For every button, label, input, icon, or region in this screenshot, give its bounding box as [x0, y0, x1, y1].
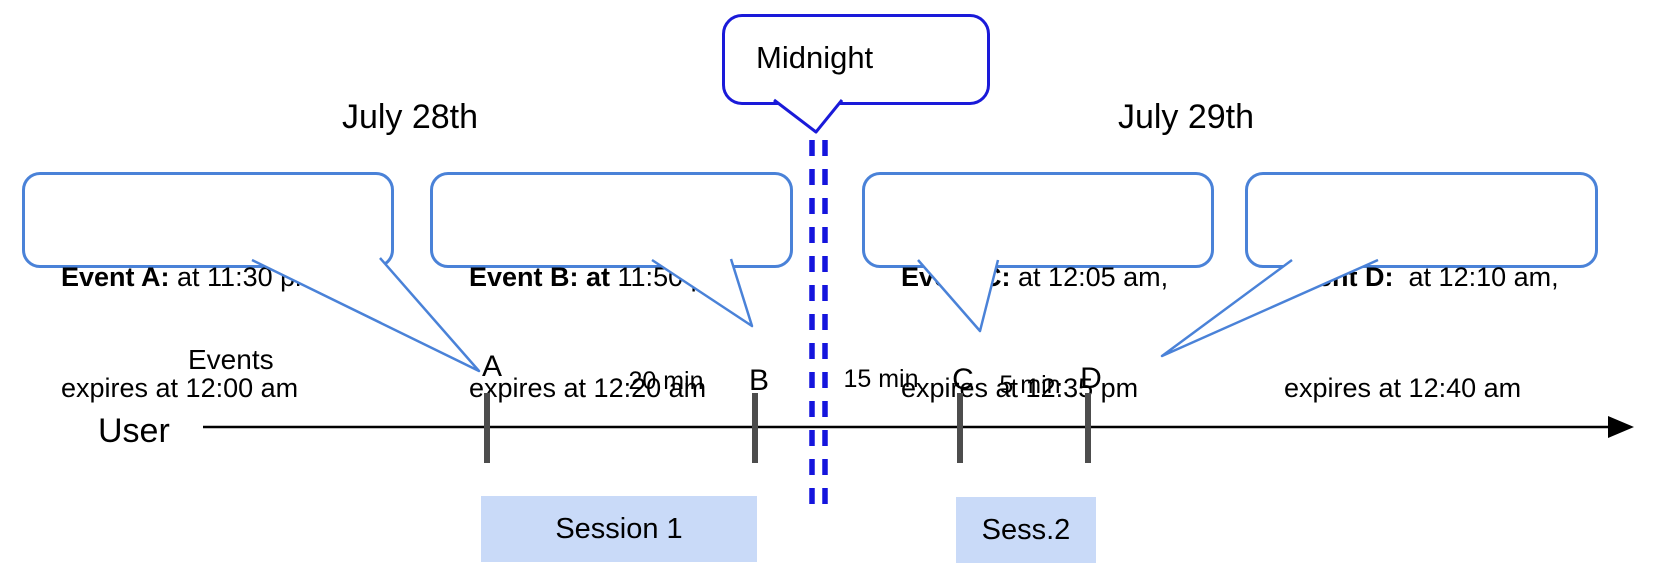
timeline-arrowhead-icon: [1608, 416, 1634, 438]
event-mark-label-a: A: [481, 350, 502, 383]
events-axis-label: Events: [188, 344, 274, 375]
callout-event-a-line2: expires at 12:00 am: [61, 373, 299, 403]
callout-event-d-line2: expires at 12:40 am: [1284, 373, 1522, 403]
callout-event-c-line1: Event C: at 12:05 am,: [901, 262, 1169, 292]
session-1-box: Session 1: [481, 496, 757, 562]
date-label-july-29: July 29th: [1117, 98, 1255, 136]
event-mark-label-b: B: [748, 364, 769, 397]
user-axis-label: User: [98, 412, 170, 450]
session-2-box: Sess.2: [956, 497, 1096, 563]
callout-event-d: Event D: at 12:10 am, expires at 12:40 a…: [1245, 172, 1598, 403]
callout-event-b-line1: Event B: at 11:50 pm,: [469, 262, 736, 292]
callout-event-c-line2: expires at 12:35 pm: [901, 373, 1139, 403]
callout-event-a-line1: Event A: at 11:30 pm,: [61, 262, 326, 292]
callout-event-a: Event A: at 11:30 pm, expires at 12:00 a…: [22, 172, 394, 403]
callout-event-b-line2: expires at 12:20 am: [469, 373, 707, 403]
interval-label-5min: 5 min: [999, 371, 1061, 399]
interval-label-15min: 15 min: [843, 365, 919, 393]
midnight-callout-label: Midnight: [756, 40, 874, 75]
callout-event-c: Event C: at 12:05 am, expires at 12:35 p…: [862, 172, 1214, 403]
event-mark-label-c: C: [952, 363, 974, 396]
callout-event-b: Event B: at 11:50 pm, expires at 12:20 a…: [430, 172, 793, 403]
midnight-callout: Midnight: [722, 14, 990, 105]
callout-event-d-line1: Event D: at 12:10 am,: [1284, 262, 1559, 292]
event-mark-label-d: D: [1080, 362, 1102, 395]
date-label-july-28: July 28th: [341, 98, 479, 136]
interval-label-20min: 20 min: [628, 367, 704, 395]
